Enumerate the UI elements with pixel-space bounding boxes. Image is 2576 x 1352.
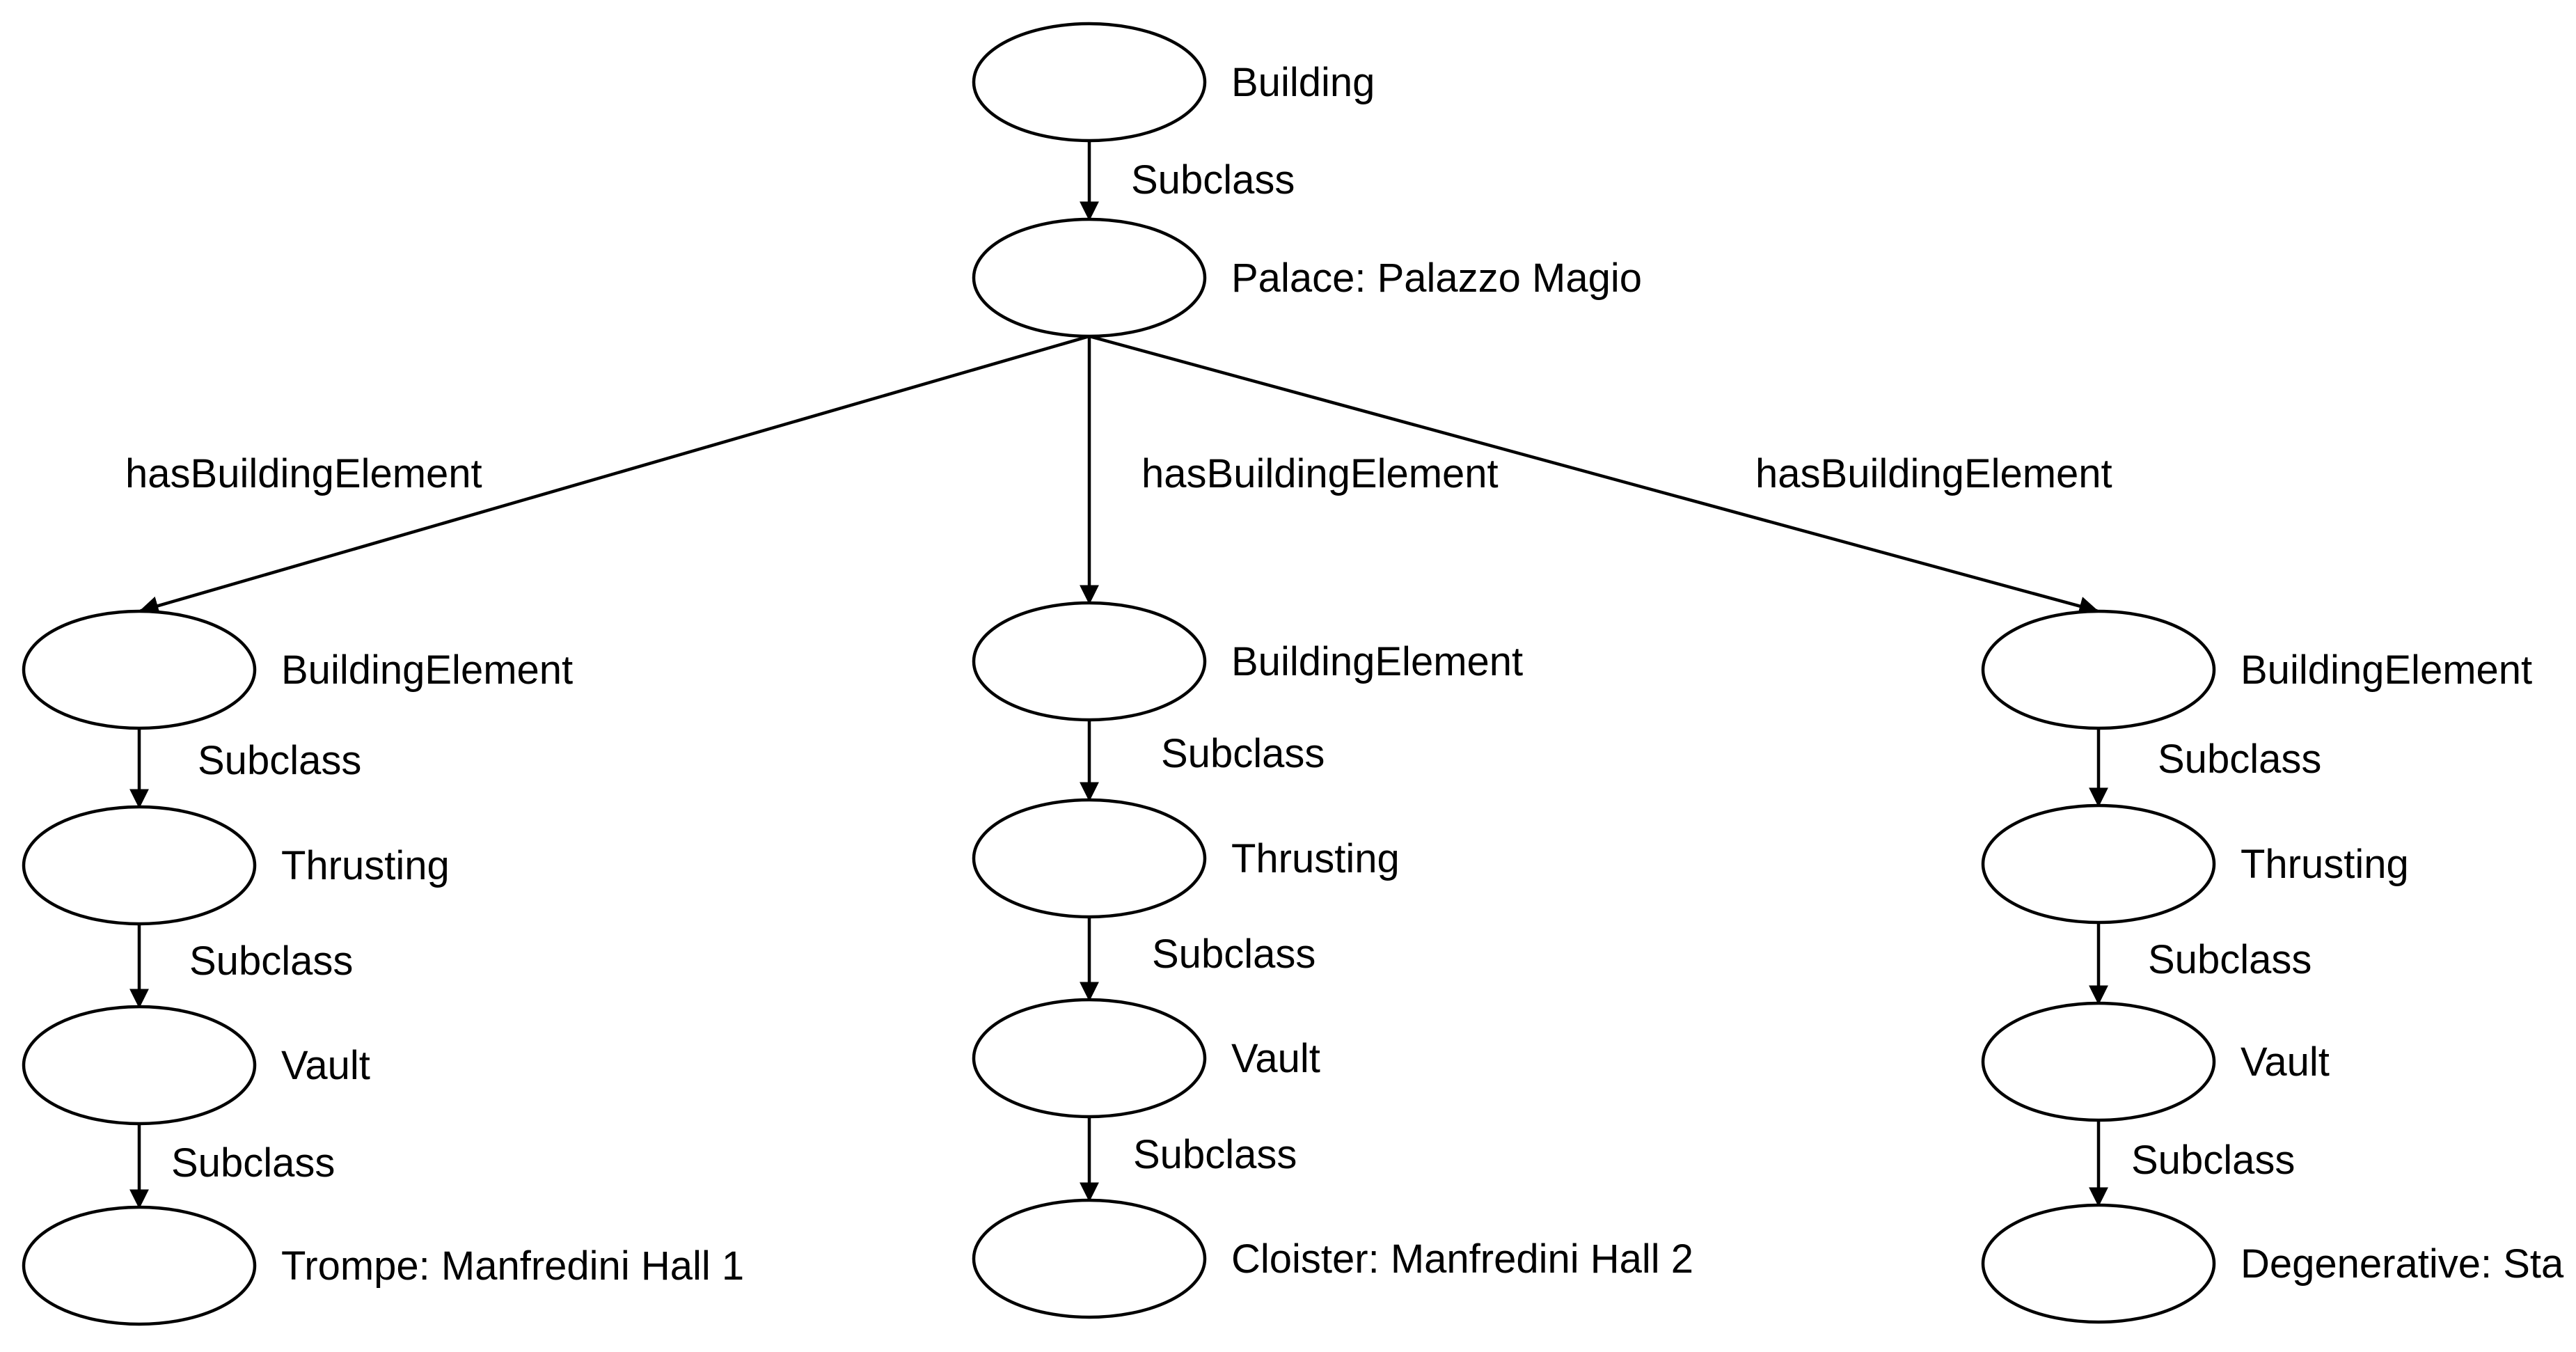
node-label-thr_mid: Thrusting (1231, 836, 1400, 881)
edge-label-e1: Subclass (1131, 157, 1295, 203)
node-label-vault_right: Vault (2241, 1039, 2330, 1085)
edge-label-e4: hasBuildingElement (1755, 451, 2112, 496)
edge-label-e7: Subclass (171, 1140, 335, 1186)
edge-label-e10: Subclass (1133, 1132, 1297, 1177)
node-label-leaf_left: Trompe: Manfredini Hall 1 (281, 1243, 744, 1289)
node-label-thr_left: Thrusting (281, 843, 450, 888)
node-thr_mid (972, 798, 1207, 919)
node-label-be_mid: BuildingElement (1231, 639, 1523, 684)
node-label-leaf_right: Degenerative: Sta (2241, 1241, 2564, 1287)
node-label-be_right: BuildingElement (2241, 647, 2532, 693)
nodes-layer (22, 22, 2216, 1326)
node-vault_right (1981, 1001, 2216, 1122)
node-label-vault_left: Vault (281, 1043, 370, 1088)
edge-label-e8: Subclass (1161, 731, 1325, 776)
edge-label-e12: Subclass (2148, 937, 2312, 982)
edges-layer (129, 141, 2108, 1209)
edge-label-e2: hasBuildingElement (125, 451, 482, 496)
edge-label-e11: Subclass (2158, 737, 2321, 782)
node-vault_mid (972, 998, 1207, 1119)
node-label-vault_mid: Vault (1231, 1036, 1320, 1081)
node-label-building: Building (1231, 60, 1375, 105)
edge-label-e9: Subclass (1152, 932, 1315, 977)
node-leaf_left (22, 1205, 257, 1326)
node-palace (972, 217, 1207, 338)
node-label-palace: Palace: Palazzo Magio (1231, 256, 1642, 301)
node-be_right (1981, 609, 2216, 730)
edge-label-e5: Subclass (198, 738, 361, 783)
node-be_mid (972, 601, 1207, 722)
edge-palace-to-be_left (139, 334, 1090, 615)
labels-layer: Subclass hasBuildingElement hasBuildingEle… (125, 60, 2564, 1289)
node-be_left (22, 609, 257, 730)
node-leaf_mid (972, 1198, 1207, 1319)
node-label-leaf_mid: Cloister: Manfredini Hall 2 (1231, 1236, 1693, 1282)
node-thr_right (1981, 803, 2216, 925)
edge-palace-to-be_right (1089, 334, 2099, 616)
edge-label-e6: Subclass (189, 938, 353, 984)
node-label-be_left: BuildingElement (281, 647, 573, 693)
node-leaf_right (1981, 1203, 2216, 1324)
node-building (972, 22, 1207, 143)
edge-label-e3: hasBuildingElement (1141, 451, 1499, 496)
edge-label-e13: Subclass (2131, 1138, 2295, 1183)
node-label-thr_right: Thrusting (2241, 842, 2409, 887)
node-thr_left (22, 805, 257, 926)
node-vault_left (22, 1005, 257, 1126)
